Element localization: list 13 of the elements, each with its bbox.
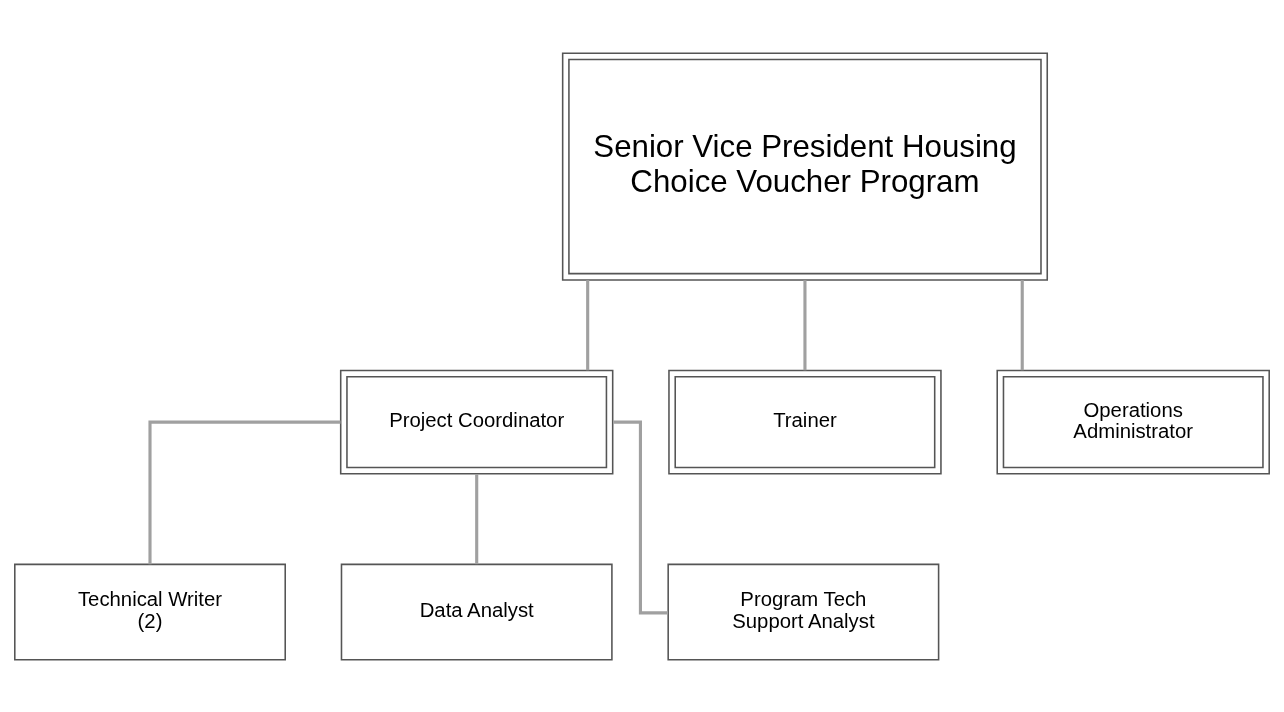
node-box: Project Coordinator: [339, 369, 614, 474]
node-box: Trainer: [668, 369, 942, 474]
node-box: Data Analyst: [340, 563, 613, 661]
node-box: Operations Administrator: [996, 369, 1270, 474]
node-box: Program Tech Support Analyst: [667, 563, 940, 661]
connector: [1020, 279, 1024, 370]
connector: [148, 420, 341, 564]
node-box: Senior Vice President Housing Choice Voucher Program: [561, 51, 1048, 281]
connector: [475, 473, 479, 564]
connector: [803, 279, 807, 370]
connector: [586, 279, 590, 370]
node-box: Technical Writer (2): [14, 563, 286, 661]
connector: [613, 420, 669, 614]
